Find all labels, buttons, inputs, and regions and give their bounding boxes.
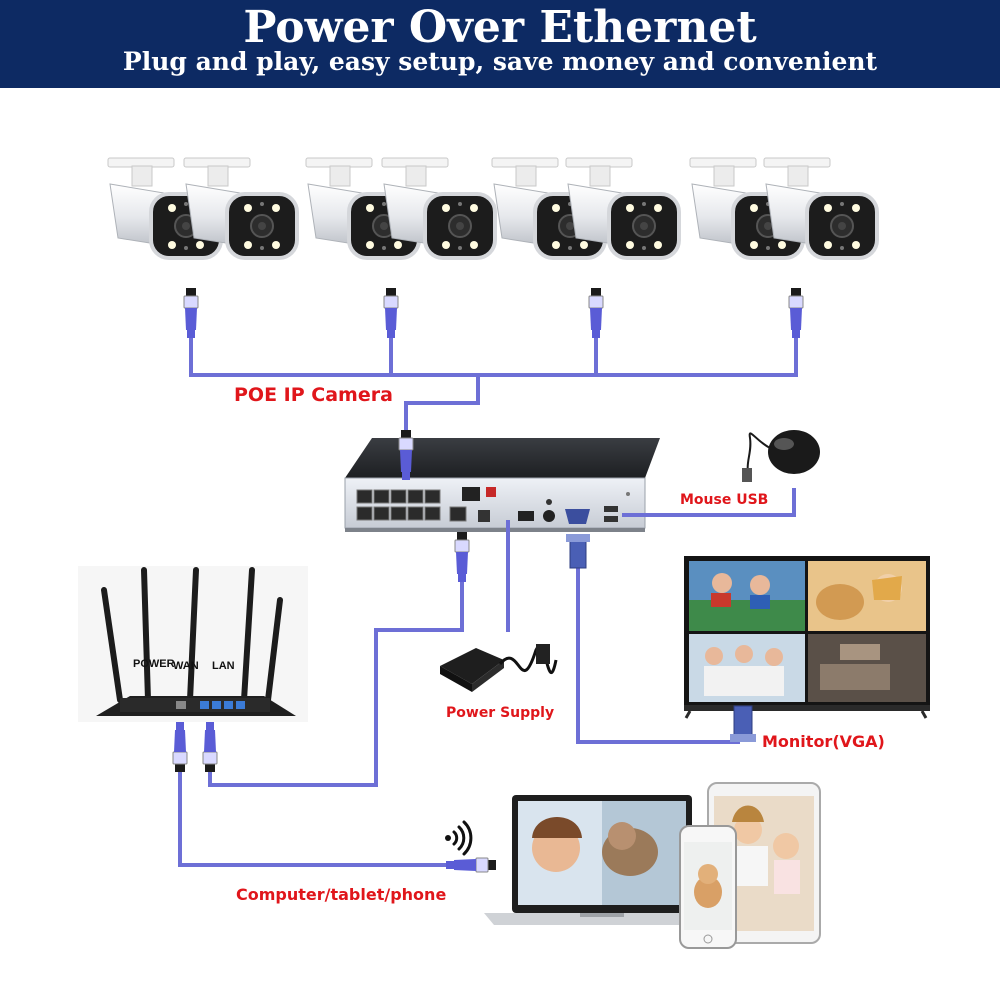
rj45-plug-icon [383, 287, 399, 339]
monitor-label: Monitor(VGA) [762, 732, 885, 751]
wifi-icon [445, 820, 473, 856]
vga-plug-icon [566, 534, 590, 569]
router-lan-label: LAN [212, 660, 235, 672]
vga-plug-icon [730, 705, 756, 742]
rj45-plug-icon [202, 721, 218, 773]
rj45-plug-icon [446, 857, 496, 873]
router-device-cable [178, 760, 448, 867]
phone-icon [679, 825, 737, 949]
rj45-plug-icon [788, 287, 804, 339]
camera-cables [189, 320, 798, 440]
mouse-usb-label: Mouse USB [680, 492, 769, 508]
router-wan-label: WAN [173, 660, 199, 672]
power-supply-label: Power Supply [446, 705, 555, 721]
page-subtitle: Plug and play, easy setup, save money an… [122, 47, 878, 76]
power-adapter-icon [440, 644, 558, 692]
laptop-icon [484, 795, 722, 925]
nvr-icon [344, 438, 660, 532]
page-title: Power Over Ethernet [243, 2, 757, 53]
monitor-icon [684, 556, 930, 719]
rj45-plug-icon [454, 531, 470, 583]
header-banner: Power Over Ethernet Plug and play, easy … [0, 0, 1000, 88]
devices-label: Computer/tablet/phone [236, 885, 447, 904]
router-nvr-cable [208, 565, 464, 787]
poe-camera-label: POE IP Camera [234, 384, 393, 406]
router-power-label: POWER [133, 658, 175, 670]
rj45-plug-icon [183, 287, 199, 339]
rj45-plug-icon [172, 721, 188, 773]
mouse-icon [742, 430, 820, 482]
poe-diagram: POWER WAN LAN [78, 156, 930, 949]
rj45-plug-icon [588, 287, 604, 339]
router-icon [78, 566, 308, 722]
vga-cable [576, 560, 740, 744]
mouse-cable [622, 488, 796, 517]
